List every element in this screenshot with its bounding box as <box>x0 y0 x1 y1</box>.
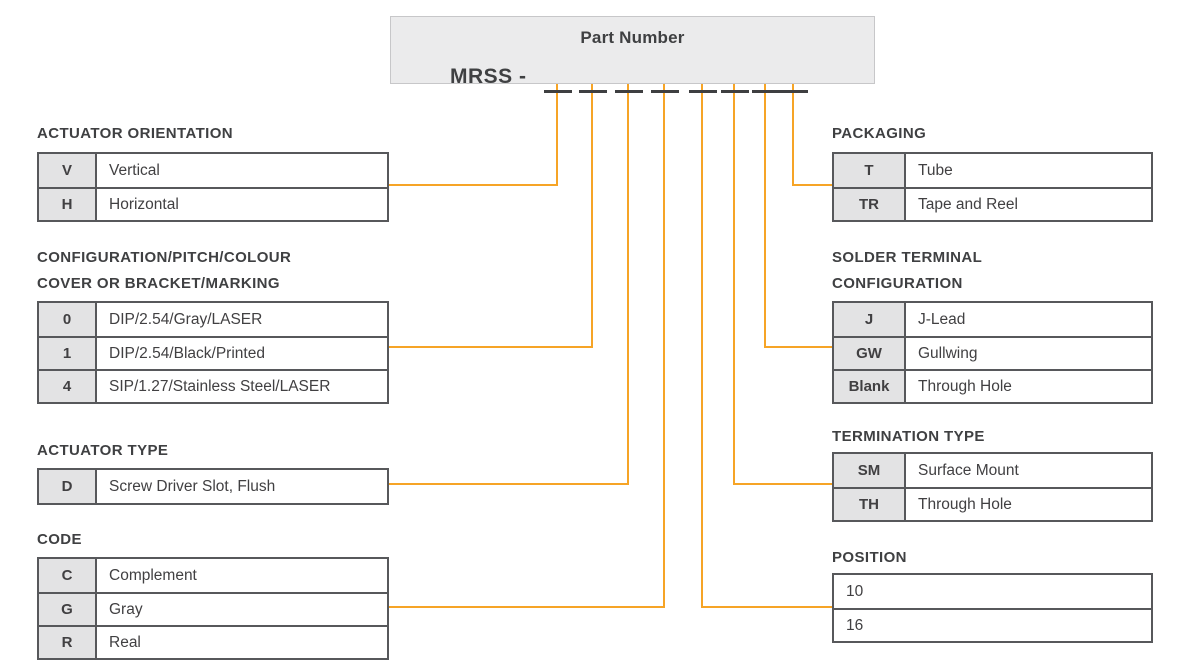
section-heading-position: POSITION <box>832 549 907 566</box>
option-label-cell: DIP/2.54/Gray/LASER <box>97 303 387 336</box>
section-heading-solder-terminal-configuration: SOLDER TERMINAL <box>832 249 983 266</box>
part-number-blank <box>721 90 749 93</box>
section-heading-actuator-orientation: ACTUATOR ORIENTATION <box>37 125 234 142</box>
connector-wire <box>792 84 832 186</box>
part-number-blank <box>651 90 679 93</box>
part-number-blank <box>689 90 717 93</box>
option-code-cell: 0 <box>39 303 97 336</box>
option-label-cell: Screw Driver Slot, Flush <box>97 470 387 503</box>
option-label-cell: Surface Mount <box>906 454 1151 487</box>
option-code-cell: 1 <box>39 338 97 369</box>
option-code-cell: TH <box>834 489 906 520</box>
option-label-cell: Through Hole <box>906 489 1151 520</box>
option-label-cell: 16 <box>834 610 1151 641</box>
part-number-blank <box>615 90 643 93</box>
option-code-cell: 4 <box>39 371 97 402</box>
part-number-blank <box>780 90 808 93</box>
option-label-cell: SIP/1.27/Stainless Steel/LASER <box>97 371 387 402</box>
option-label-cell: Horizontal <box>97 189 387 220</box>
section-heading-solder-terminal-configuration: CONFIGURATION <box>832 275 963 292</box>
option-code-cell: D <box>39 470 97 503</box>
connector-wire <box>701 84 832 608</box>
option-label-cell: Tube <box>906 154 1151 187</box>
part-number-blank <box>752 90 780 93</box>
connector-wire <box>389 84 665 608</box>
option-label-cell: Gray <box>97 594 387 625</box>
part-number-box: Part Number MRSS - <box>390 16 875 93</box>
option-code-cell: GW <box>834 338 906 369</box>
option-label-cell: Real <box>97 627 387 658</box>
section-heading-packaging: PACKAGING <box>832 125 927 142</box>
option-label-cell: Through Hole <box>906 371 1151 402</box>
section-heading-configuration: COVER OR BRACKET/MARKING <box>37 275 280 292</box>
option-label-cell: 10 <box>834 575 1151 608</box>
option-code-cell: T <box>834 154 906 187</box>
connector-wire <box>389 84 593 348</box>
option-code-cell: V <box>39 154 97 187</box>
option-label-cell: DIP/2.54/Black/Printed <box>97 338 387 369</box>
option-code-cell: SM <box>834 454 906 487</box>
option-code-cell: TR <box>834 189 906 220</box>
connector-wire <box>389 84 558 186</box>
connector-wire <box>389 84 629 485</box>
section-heading-actuator-type: ACTUATOR TYPE <box>37 442 169 459</box>
option-label-cell: Tape and Reel <box>906 189 1151 220</box>
option-code-cell: Blank <box>834 371 906 402</box>
option-label-cell: J-Lead <box>906 303 1151 336</box>
option-label-cell: Vertical <box>97 154 387 187</box>
option-code-cell: G <box>39 594 97 625</box>
part-number-blank <box>579 90 607 93</box>
part-number-prefix: MRSS - <box>450 65 527 88</box>
part-number-title: Part Number <box>580 28 685 47</box>
table-row: 10 <box>834 575 1151 608</box>
part-number-blank <box>544 90 572 93</box>
connector-wire <box>733 84 832 485</box>
option-code-cell: R <box>39 627 97 658</box>
section-heading-code: CODE <box>37 531 82 548</box>
section-heading-configuration: CONFIGURATION/PITCH/COLOUR <box>37 249 292 266</box>
option-label-cell: Complement <box>97 559 387 592</box>
section-heading-termination-type: TERMINATION TYPE <box>832 428 985 445</box>
option-label-cell: Gullwing <box>906 338 1151 369</box>
option-code-cell: H <box>39 189 97 220</box>
option-code-cell: C <box>39 559 97 592</box>
option-code-cell: J <box>834 303 906 336</box>
table-row: 16 <box>834 608 1151 641</box>
connector-wire <box>764 84 832 348</box>
